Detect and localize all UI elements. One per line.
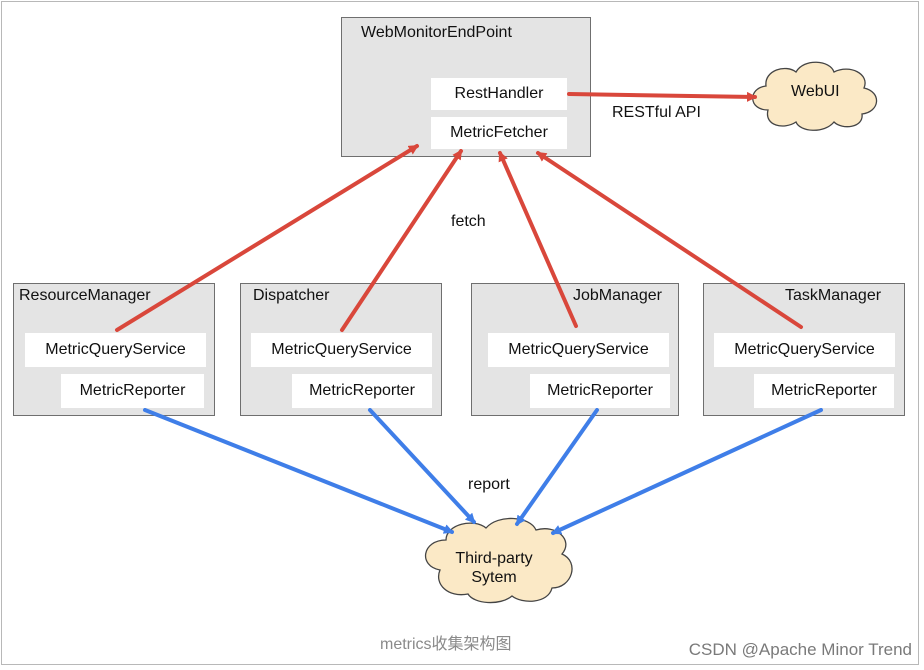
taskmanager-metric-reporter: MetricReporter bbox=[754, 374, 894, 408]
taskmanager-report-arrow bbox=[551, 408, 823, 535]
csdn-watermark: CSDN @Apache Minor Trend bbox=[688, 640, 912, 659]
jobmanager-metric-reporter: MetricReporter bbox=[530, 374, 670, 408]
dispatcher-fetch-arrow bbox=[340, 149, 463, 332]
taskmanager-fetch-arrow bbox=[536, 151, 803, 329]
jobmanager-metric-query-service: MetricQueryService bbox=[488, 333, 669, 367]
resourcemanager-metric-reporter: MetricReporter bbox=[61, 374, 204, 408]
rest-to-webui-arrow bbox=[567, 91, 757, 102]
third-party-line2: Sytem bbox=[471, 569, 517, 586]
jobmanager-fetch-arrow bbox=[498, 151, 578, 328]
dispatcher-title: Dispatcher bbox=[253, 287, 330, 304]
webmonitor-endpoint-title: WebMonitorEndPoint bbox=[361, 24, 512, 41]
rest-handler-component: RestHandler bbox=[431, 78, 567, 110]
resourcemanager-title: ResourceManager bbox=[19, 287, 151, 304]
restful-api-label: RESTful API bbox=[612, 104, 701, 121]
fetch-label: fetch bbox=[451, 213, 486, 230]
jobmanager-title: JobManager bbox=[573, 287, 662, 304]
taskmanager-title: TaskManager bbox=[785, 287, 882, 304]
dispatcher-metric-reporter: MetricReporter bbox=[292, 374, 432, 408]
third-party-line1: Third-party bbox=[455, 550, 533, 567]
dispatcher-report-arrow bbox=[368, 408, 476, 524]
resourcemanager-metric-query-service: MetricQueryService bbox=[25, 333, 206, 367]
resourcemanager-fetch-arrow bbox=[115, 144, 419, 332]
webui-label: WebUI bbox=[791, 83, 840, 100]
jobmanager-report-arrow bbox=[515, 408, 599, 526]
dispatcher-metric-query-service: MetricQueryService bbox=[251, 333, 432, 367]
third-party-system-label: Third-party Sytem bbox=[446, 549, 542, 587]
report-label: report bbox=[468, 476, 510, 493]
metric-fetcher-component: MetricFetcher bbox=[431, 117, 567, 149]
resourcemanager-report-arrow bbox=[143, 408, 454, 534]
webui-cloud bbox=[752, 61, 878, 131]
diagram-caption: metrics收集架构图 bbox=[380, 636, 512, 653]
taskmanager-metric-query-service: MetricQueryService bbox=[714, 333, 895, 367]
